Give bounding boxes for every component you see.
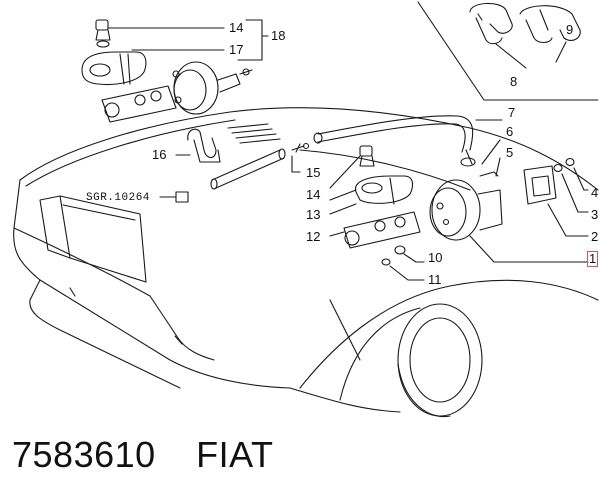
callout-10: 10 [428,250,443,265]
sensor-fitting [159,191,189,203]
callout-6: 6 [506,124,514,139]
part-number: 7583610 [12,434,156,475]
callout-7: 7 [508,105,516,120]
callout-1-highlighted: 1 [586,251,599,267]
callout-15: 15 [306,165,321,180]
reference-code-label: SGR.10264 [86,192,150,204]
callout-16: 16 [152,147,167,162]
car-body-outline [13,107,599,418]
callout-5: 5 [506,145,514,160]
callout-11: 11 [428,272,442,287]
brand-name: FIAT [196,434,274,475]
callout-8: 8 [510,74,518,89]
callout-12: 12 [306,229,321,244]
screw-part [291,142,310,173]
callout-3: 3 [591,207,599,222]
callout-17: 17 [229,42,244,57]
clamp-detail-box [417,1,599,101]
brake-booster [381,139,589,281]
callout-18: 18 [271,28,286,43]
clip-part [175,128,221,163]
callout-9: 9 [566,22,574,37]
callout-4: 4 [591,185,599,200]
footer-caption: 7583610 FIAT [12,434,304,476]
callout-14-middle: 14 [306,187,321,202]
vacuum-hose [313,115,503,165]
reservoir-assembly-top [81,19,269,123]
callout-2: 2 [591,229,599,244]
hose-segment-left [210,148,286,190]
callout-13: 13 [306,207,321,222]
reservoir-assembly-middle [329,145,421,249]
callout-14-top: 14 [229,20,244,35]
